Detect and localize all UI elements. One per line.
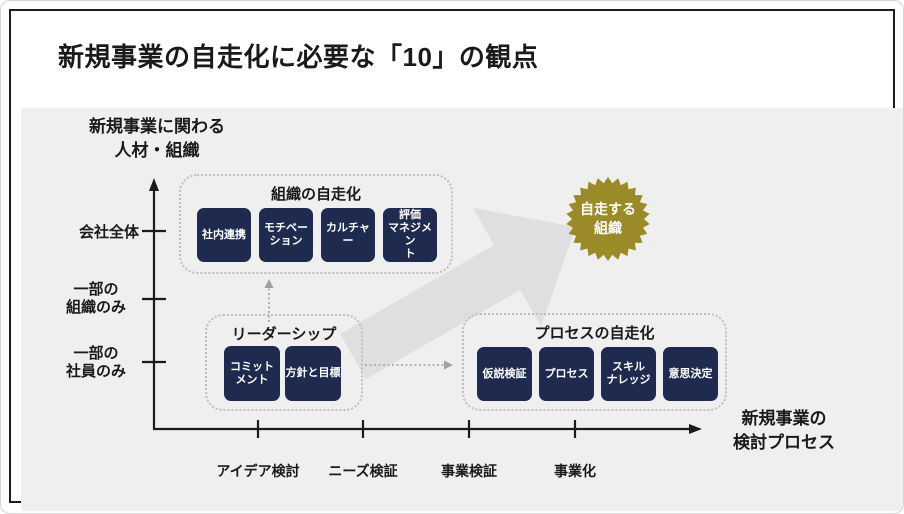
group-title: プロセスの自走化 — [534, 325, 655, 342]
group-process: プロセスの自走化 仮説検証 プロセス スキル ナレッジ 意思決定 — [462, 313, 727, 411]
item-box: カルチャー — [321, 208, 375, 262]
goal-badge: 自走する 組織 — [566, 177, 650, 261]
group-leadership: リーダーシップ コミット メント 方針と目標 — [205, 314, 363, 411]
group-items: コミット メント 方針と目標 — [224, 346, 341, 401]
page-title: 新規事業の自走化に必要な「10」の観点 — [58, 42, 539, 72]
x-tick-label: ニーズ検証 — [328, 463, 398, 479]
group-title: リーダーシップ — [231, 326, 337, 343]
y-tick-label: 一部の 組織のみ — [65, 281, 126, 316]
group-title: 組織の自走化 — [270, 186, 361, 203]
x-tick-label: アイデア検討 — [216, 463, 300, 479]
item-box: プロセス — [539, 347, 594, 401]
item-box: 意思決定 — [663, 347, 718, 401]
y-axis-title: 新規事業に関わる 人材・組織 — [89, 117, 225, 160]
item-box: 方針と目標 — [285, 346, 341, 401]
item-box: コミット メント — [224, 346, 280, 401]
x-tick-label: 事業化 — [554, 463, 596, 479]
x-axis-title: 新規事業の 検討プロセス — [733, 409, 835, 452]
item-box: 仮説検証 — [477, 347, 532, 401]
starburst-icon — [566, 177, 650, 261]
goal-badge-label: 自走する 組織 — [580, 201, 636, 236]
group-organization: 組織の自走化 社内連携 モチベー ション カルチャー 評価 マネジメン ト — [179, 174, 453, 274]
y-tick-label: 一部の 社員のみ — [65, 345, 126, 380]
group-items: 仮説検証 プロセス スキル ナレッジ 意思決定 — [477, 347, 718, 401]
item-box: モチベー ション — [259, 208, 313, 262]
item-box: スキル ナレッジ — [601, 347, 656, 401]
starburst-shape — [566, 177, 650, 261]
group-items: 社内連携 モチベー ション カルチャー 評価 マネジメン ト — [197, 208, 437, 262]
x-tick-label: 事業検証 — [441, 463, 497, 479]
slide-frame — [9, 9, 903, 511]
item-box: 評価 マネジメン ト — [383, 208, 437, 262]
item-box: 社内連携 — [197, 208, 251, 262]
y-tick-label: 会社全体 — [78, 224, 139, 241]
